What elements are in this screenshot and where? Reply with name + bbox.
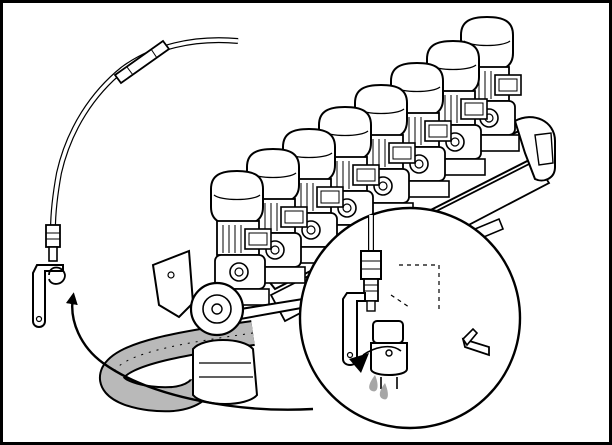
return-arrow-icon (65, 292, 314, 411)
fluid-drop-icon (369, 375, 388, 400)
hex-key-icon (461, 327, 490, 357)
connector-plug-icon (45, 224, 61, 262)
mounting-bracket-icon (32, 264, 66, 328)
magnifier-callout-icon (298, 206, 522, 430)
manifold-illustration (32, 16, 556, 430)
